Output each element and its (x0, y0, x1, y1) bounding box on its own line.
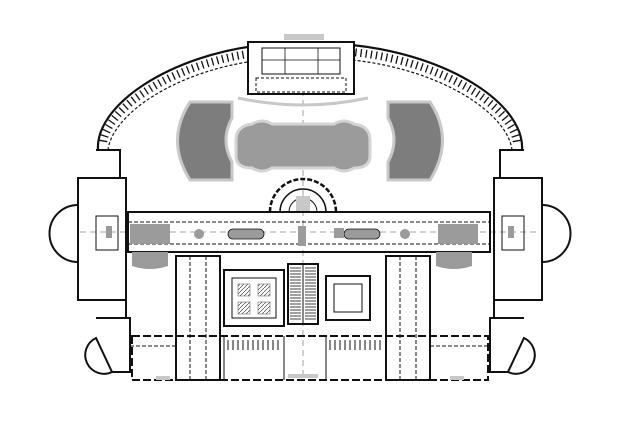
colonnade-column (152, 81, 158, 90)
colonnade-column (126, 99, 133, 107)
colonnade-column (365, 49, 368, 58)
colonnade-column (414, 61, 419, 70)
bottom-steps (156, 374, 464, 380)
colonnade-column (498, 110, 506, 118)
colonnade-column (419, 63, 424, 72)
colonnade-column (205, 59, 210, 68)
colonnade-column (100, 134, 109, 138)
colonnade-column (395, 55, 399, 64)
colonnade-column (134, 93, 141, 101)
colonnade-column (171, 72, 176, 80)
colonnade-column (161, 76, 167, 85)
corner-towers (84, 299, 536, 375)
colonnade-column (176, 69, 181, 78)
colonnade-column (390, 54, 394, 63)
curved-colonnade (96, 43, 524, 151)
colonnade-column (221, 54, 225, 64)
central-courts (223, 263, 371, 327)
colonnade-column (380, 52, 384, 61)
colonnade-column (139, 90, 145, 98)
colonnade-column (501, 114, 509, 122)
colonnade-column (166, 74, 172, 83)
colonnade-column (443, 72, 449, 81)
colonnade-column (448, 74, 453, 83)
colonnade-column (114, 110, 122, 118)
colonnade-column (185, 65, 191, 74)
colonnade-column (504, 119, 512, 126)
colonnade-column (359, 49, 363, 58)
colonnade-column (511, 134, 520, 138)
colonnade-column (122, 103, 129, 111)
colonnade-column (210, 57, 215, 66)
colonnade-column (439, 70, 444, 79)
colonnade-column (494, 107, 502, 114)
colonnade-column (400, 57, 404, 66)
right-basin (386, 100, 444, 182)
colonnade-column (424, 64, 429, 73)
colonnade-column (375, 51, 378, 60)
colonnade-column (410, 59, 414, 68)
colonnade-column (241, 50, 245, 59)
colonnade-column (181, 67, 186, 76)
colonnade-column (462, 82, 468, 90)
colonnade-column (453, 77, 458, 85)
colonnade-column (157, 79, 163, 87)
colonnade-column (405, 58, 409, 67)
colonnade-column (118, 107, 126, 114)
central-parterre (234, 119, 372, 173)
colonnade-column (111, 114, 119, 122)
colonnade-column (509, 128, 518, 134)
colonnade-column (105, 123, 113, 130)
colonnade-column (512, 139, 521, 143)
main-wing (127, 211, 491, 269)
colonnade-column (148, 84, 154, 92)
colonnade-column (99, 139, 108, 143)
colonnade-column (143, 87, 149, 95)
colonnade-column (457, 79, 463, 88)
top-pavilion (237, 34, 369, 107)
colonnade-column (479, 93, 486, 101)
colonnade-column (236, 51, 240, 60)
colonnade-column (226, 53, 230, 62)
colonnade-column (130, 96, 137, 104)
colonnade-column (354, 48, 358, 57)
grand-staircase (290, 267, 316, 320)
colonnade-column (491, 103, 498, 111)
colonnade-column (102, 128, 111, 134)
colonnade-column (475, 90, 481, 98)
colonnade-column (195, 62, 200, 71)
colonnade-column (429, 66, 434, 75)
colonnade-column (487, 99, 494, 107)
colonnade-column (108, 119, 116, 126)
colonnade-column (466, 84, 472, 93)
colonnade-column (215, 56, 220, 65)
colonnade-column (470, 87, 477, 95)
entrance-rotunda (268, 177, 338, 213)
colonnade-column (190, 64, 195, 73)
courtyard (176, 100, 444, 182)
left-basin (176, 100, 234, 182)
colonnade-column (507, 123, 515, 130)
bottom-rooms (131, 335, 489, 381)
colonnade-column (434, 68, 439, 77)
colonnade-column (200, 60, 205, 69)
colonnade-column (370, 50, 373, 59)
colonnade-column (385, 53, 389, 62)
colonnade-column (483, 96, 490, 104)
bottom-colonnade (227, 340, 381, 350)
colonnade-column (231, 52, 235, 61)
